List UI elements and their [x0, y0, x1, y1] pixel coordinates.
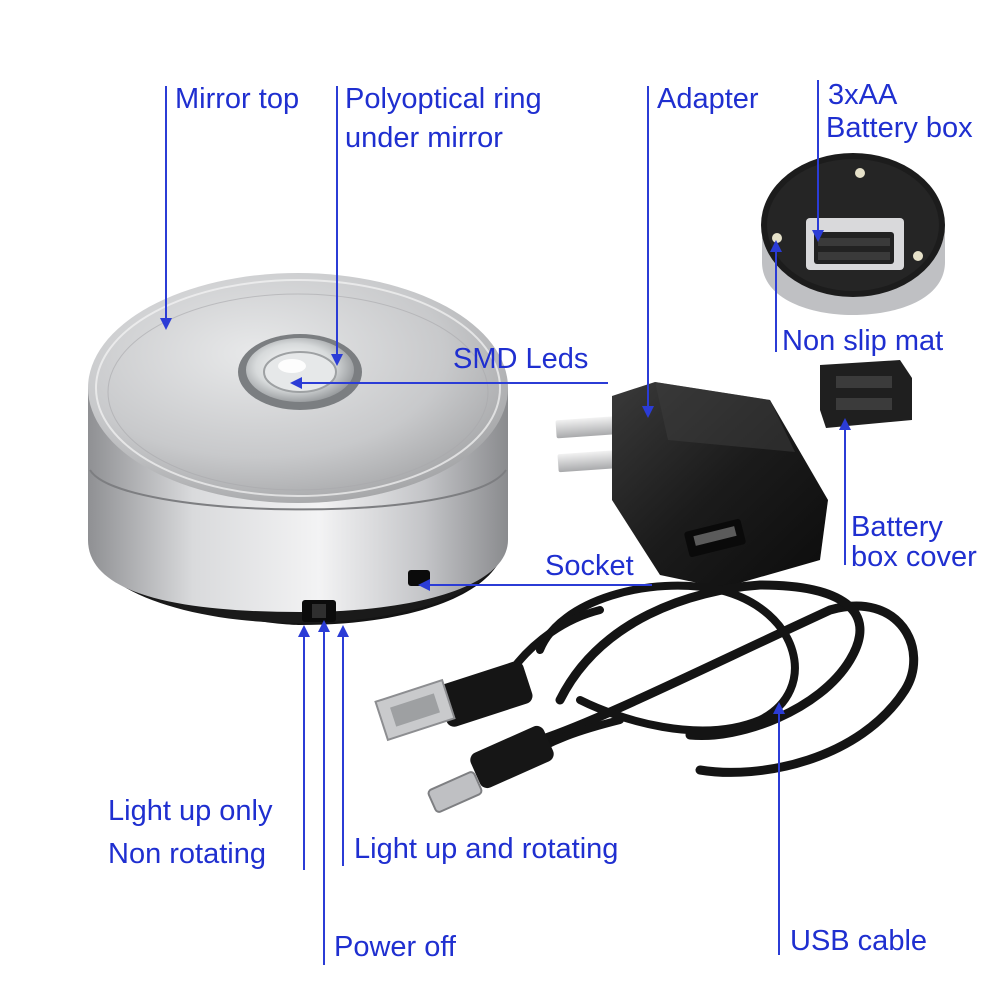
- label-3xaa: 3xAA: [828, 79, 898, 111]
- battery-box-base: [761, 153, 945, 315]
- label-battery-cover: Battery: [851, 511, 943, 543]
- battery-cover: [820, 360, 912, 428]
- pointer-arrowheads: [160, 230, 851, 714]
- label-battery-cover-line2: box cover: [851, 541, 977, 573]
- label-non-slip-mat: Non slip mat: [782, 325, 944, 357]
- label-battery-box: Battery box: [826, 112, 973, 144]
- power-adapter: [555, 382, 828, 588]
- usb-cable: [496, 580, 919, 777]
- label-power-off: Power off: [334, 931, 456, 963]
- label-smd-leds: SMD Leds: [453, 343, 589, 375]
- label-polyoptical-ring-line2: under mirror: [345, 122, 503, 154]
- label-socket: Socket: [545, 550, 634, 582]
- label-polyoptical-ring: Polyoptical ring: [345, 83, 542, 115]
- usb-plug: [374, 661, 533, 742]
- label-usb-cable: USB cable: [790, 925, 928, 957]
- label-adapter: Adapter: [657, 83, 759, 115]
- dc-plug: [427, 725, 554, 813]
- label-light-up-rotating: Light up and rotating: [354, 833, 619, 865]
- label-mirror-top: Mirror top: [175, 83, 300, 115]
- pointer-lines: [165, 80, 846, 965]
- turntable-base: [88, 273, 508, 625]
- label-light-up-only: Light up only: [108, 795, 273, 827]
- label-non-rotating: Non rotating: [108, 838, 266, 870]
